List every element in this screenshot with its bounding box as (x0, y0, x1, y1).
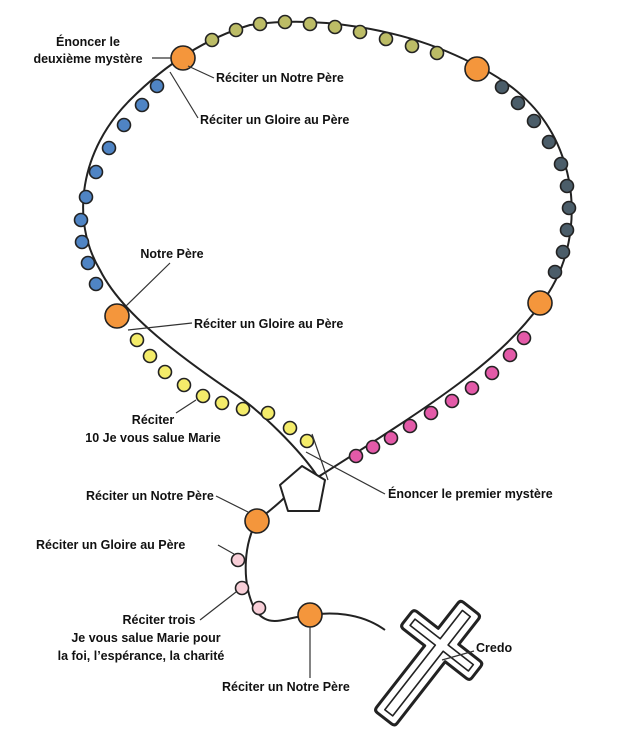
centre-medal (279, 465, 326, 512)
label-announce-second-mystery: deuxième mystère (33, 52, 142, 66)
our-father-bead (104, 303, 130, 329)
crucifix-icon (374, 599, 484, 727)
label-recite-glory-be-left: Réciter un Gloire au Père (194, 317, 343, 331)
our-father-bead (464, 56, 490, 82)
leader-line (199, 591, 237, 621)
hail-mary-bead (444, 393, 460, 409)
label-ten-hail-marys: 10 Je vous salue Marie (85, 431, 221, 445)
hail-mary-bead (348, 448, 364, 464)
hail-mary-bead (142, 348, 158, 364)
hail-mary-bead (157, 364, 173, 380)
hail-mary-bead (559, 222, 575, 238)
hail-mary-bead (134, 97, 150, 113)
hail-mary-bead (510, 95, 526, 111)
hail-mary-bead (494, 79, 510, 95)
hail-mary-bead (502, 347, 518, 363)
our-father-bead (527, 290, 553, 316)
decade-yellow-beads (129, 332, 315, 449)
hail-mary-bead (299, 433, 315, 449)
hail-mary-bead (260, 405, 276, 421)
hail-mary-bead (252, 16, 268, 32)
label-recite-glory-be-top: Réciter un Gloire au Père (200, 113, 349, 127)
hail-mary-bead (101, 140, 117, 156)
decade-pink-beads (348, 330, 532, 464)
hail-mary-bead (553, 156, 569, 172)
leader-line (217, 544, 235, 555)
hail-mary-bead (88, 276, 104, 292)
label-recite-three: Réciter trois (123, 613, 196, 627)
decade-blue-beads (73, 78, 165, 292)
hail-mary-bead (555, 244, 571, 260)
label-recite-our-father-bottom: Réciter un Notre Père (222, 680, 350, 694)
hail-mary-bead (404, 38, 420, 54)
leader-line (441, 650, 475, 661)
label-recite-glory-be-bottom: Réciter un Gloire au Père (36, 538, 185, 552)
hail-mary-bead (402, 418, 418, 434)
hail-mary-bead (80, 255, 96, 271)
label-credo: Credo (476, 641, 512, 655)
rosary-string (82, 20, 573, 478)
hail-mary-bead (74, 234, 90, 250)
hail-mary-bead (547, 264, 563, 280)
hail-mary-bead (559, 178, 575, 194)
hail-mary-bead (149, 78, 165, 94)
hail-mary-bead (116, 117, 132, 133)
hail-mary-bead (195, 388, 211, 404)
our-father-bead (244, 508, 270, 534)
hail-mary-bead (282, 420, 298, 436)
hail-mary-bead (365, 439, 381, 455)
hail-mary-bead (423, 405, 439, 421)
leader-line (125, 262, 171, 307)
label-recite-our-father-middle: Réciter un Notre Père (86, 489, 214, 503)
hail-mary-bead (541, 134, 557, 150)
hail-mary-bead (235, 401, 251, 417)
leader-line (127, 322, 193, 331)
label-our-father-left: Notre Père (140, 247, 203, 261)
leader-line (169, 71, 199, 119)
hail-mary-bead (516, 330, 532, 346)
hail-mary-small-bead (234, 580, 250, 596)
our-father-bead (170, 45, 196, 71)
hail-mary-bead (464, 380, 480, 396)
hail-mary-bead (484, 365, 500, 381)
leader-line (187, 65, 215, 79)
hail-mary-bead (561, 200, 577, 216)
label-announce-second-mystery: Énoncer le (56, 34, 120, 49)
hail-mary-bead (327, 19, 343, 35)
hail-mary-bead (383, 430, 399, 446)
hail-mary-small-bead (230, 552, 246, 568)
leader-line (305, 451, 386, 495)
hail-mary-bead (78, 189, 94, 205)
hail-mary-bead (277, 14, 293, 30)
label-announce-first-mystery: Énoncer le premier mystère (388, 486, 553, 501)
hail-mary-small-bead (251, 600, 267, 616)
leader-line (311, 433, 329, 481)
decade-slate-beads (494, 79, 577, 280)
hail-mary-bead (176, 377, 192, 393)
hail-mary-bead (429, 45, 445, 61)
decade-olive-beads (204, 14, 445, 61)
hail-mary-bead (214, 395, 230, 411)
hail-mary-bead (204, 32, 220, 48)
label-faith-hope-charity: la foi, l’espérance, la charité (58, 649, 225, 663)
label-recite: Réciter (132, 413, 175, 427)
our-father-bead (297, 602, 323, 628)
leader-line (215, 495, 249, 513)
hail-mary-bead (228, 22, 244, 38)
hail-mary-bead (88, 164, 104, 180)
label-hail-marys-for: Je vous salue Marie pour (71, 631, 220, 645)
hail-mary-bead (302, 16, 318, 32)
label-recite-our-father-top: Réciter un Notre Père (216, 71, 344, 85)
hail-mary-bead (129, 332, 145, 348)
leader-line (175, 399, 197, 414)
hail-mary-bead (526, 113, 542, 129)
hail-mary-bead (378, 31, 394, 47)
hail-mary-bead (73, 212, 89, 228)
hail-mary-bead (352, 24, 368, 40)
